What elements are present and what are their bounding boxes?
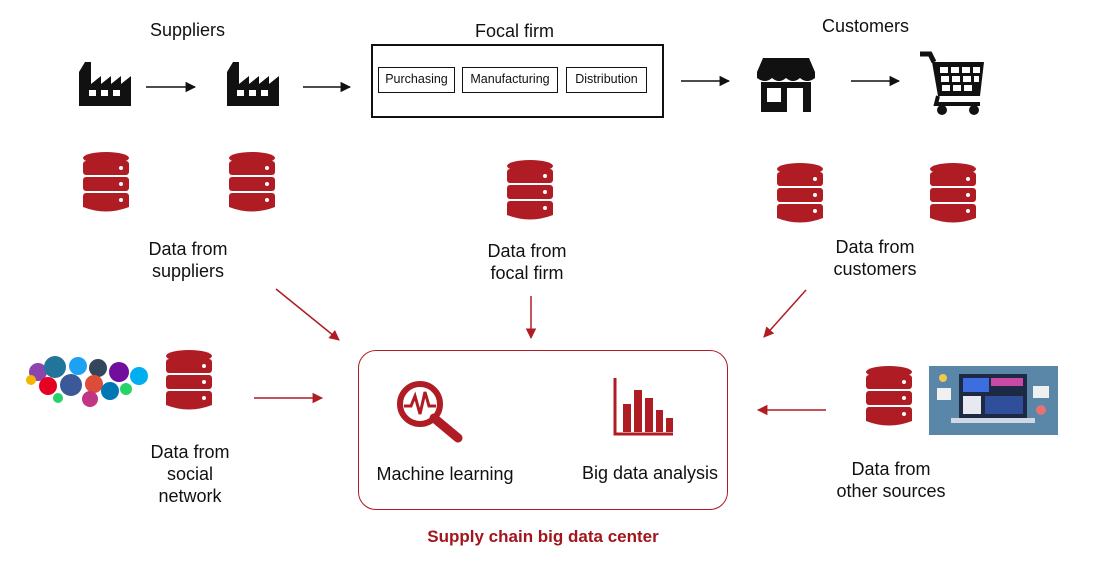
- customers-title: Customers: [822, 16, 910, 36]
- database-icon: [166, 350, 212, 410]
- database-icon: [229, 152, 275, 212]
- factory-icon: [79, 62, 131, 106]
- suppliers-title: Suppliers: [150, 20, 226, 40]
- big-data-analysis-label: Big data analysis: [581, 463, 719, 483]
- purchasing-unit: Purchasing: [378, 67, 455, 93]
- database-icon: [777, 163, 823, 223]
- big-data-center-box: [358, 350, 728, 510]
- big-data-center-title: Supply chain big data center: [427, 527, 659, 546]
- machine-learning-icon: [397, 381, 463, 443]
- focal-firm-title: Focal firm: [475, 21, 555, 41]
- distribution-unit: Distribution: [566, 67, 647, 93]
- shopping-cart-icon: [920, 51, 984, 115]
- computer-screen-icon: [929, 366, 1058, 435]
- manufacturing-unit: Manufacturing: [462, 67, 558, 93]
- social-media-cluster-icon: [26, 356, 148, 407]
- database-icon: [507, 160, 553, 220]
- database-icon: [866, 366, 912, 426]
- store-icon: [757, 58, 815, 112]
- bar-chart-icon: [613, 378, 673, 436]
- database-icon: [83, 152, 129, 212]
- factory-icon: [227, 62, 279, 106]
- database-icon: [930, 163, 976, 223]
- focal-firm-box: [371, 44, 664, 118]
- machine-learning-label: Machine learning: [376, 464, 514, 484]
